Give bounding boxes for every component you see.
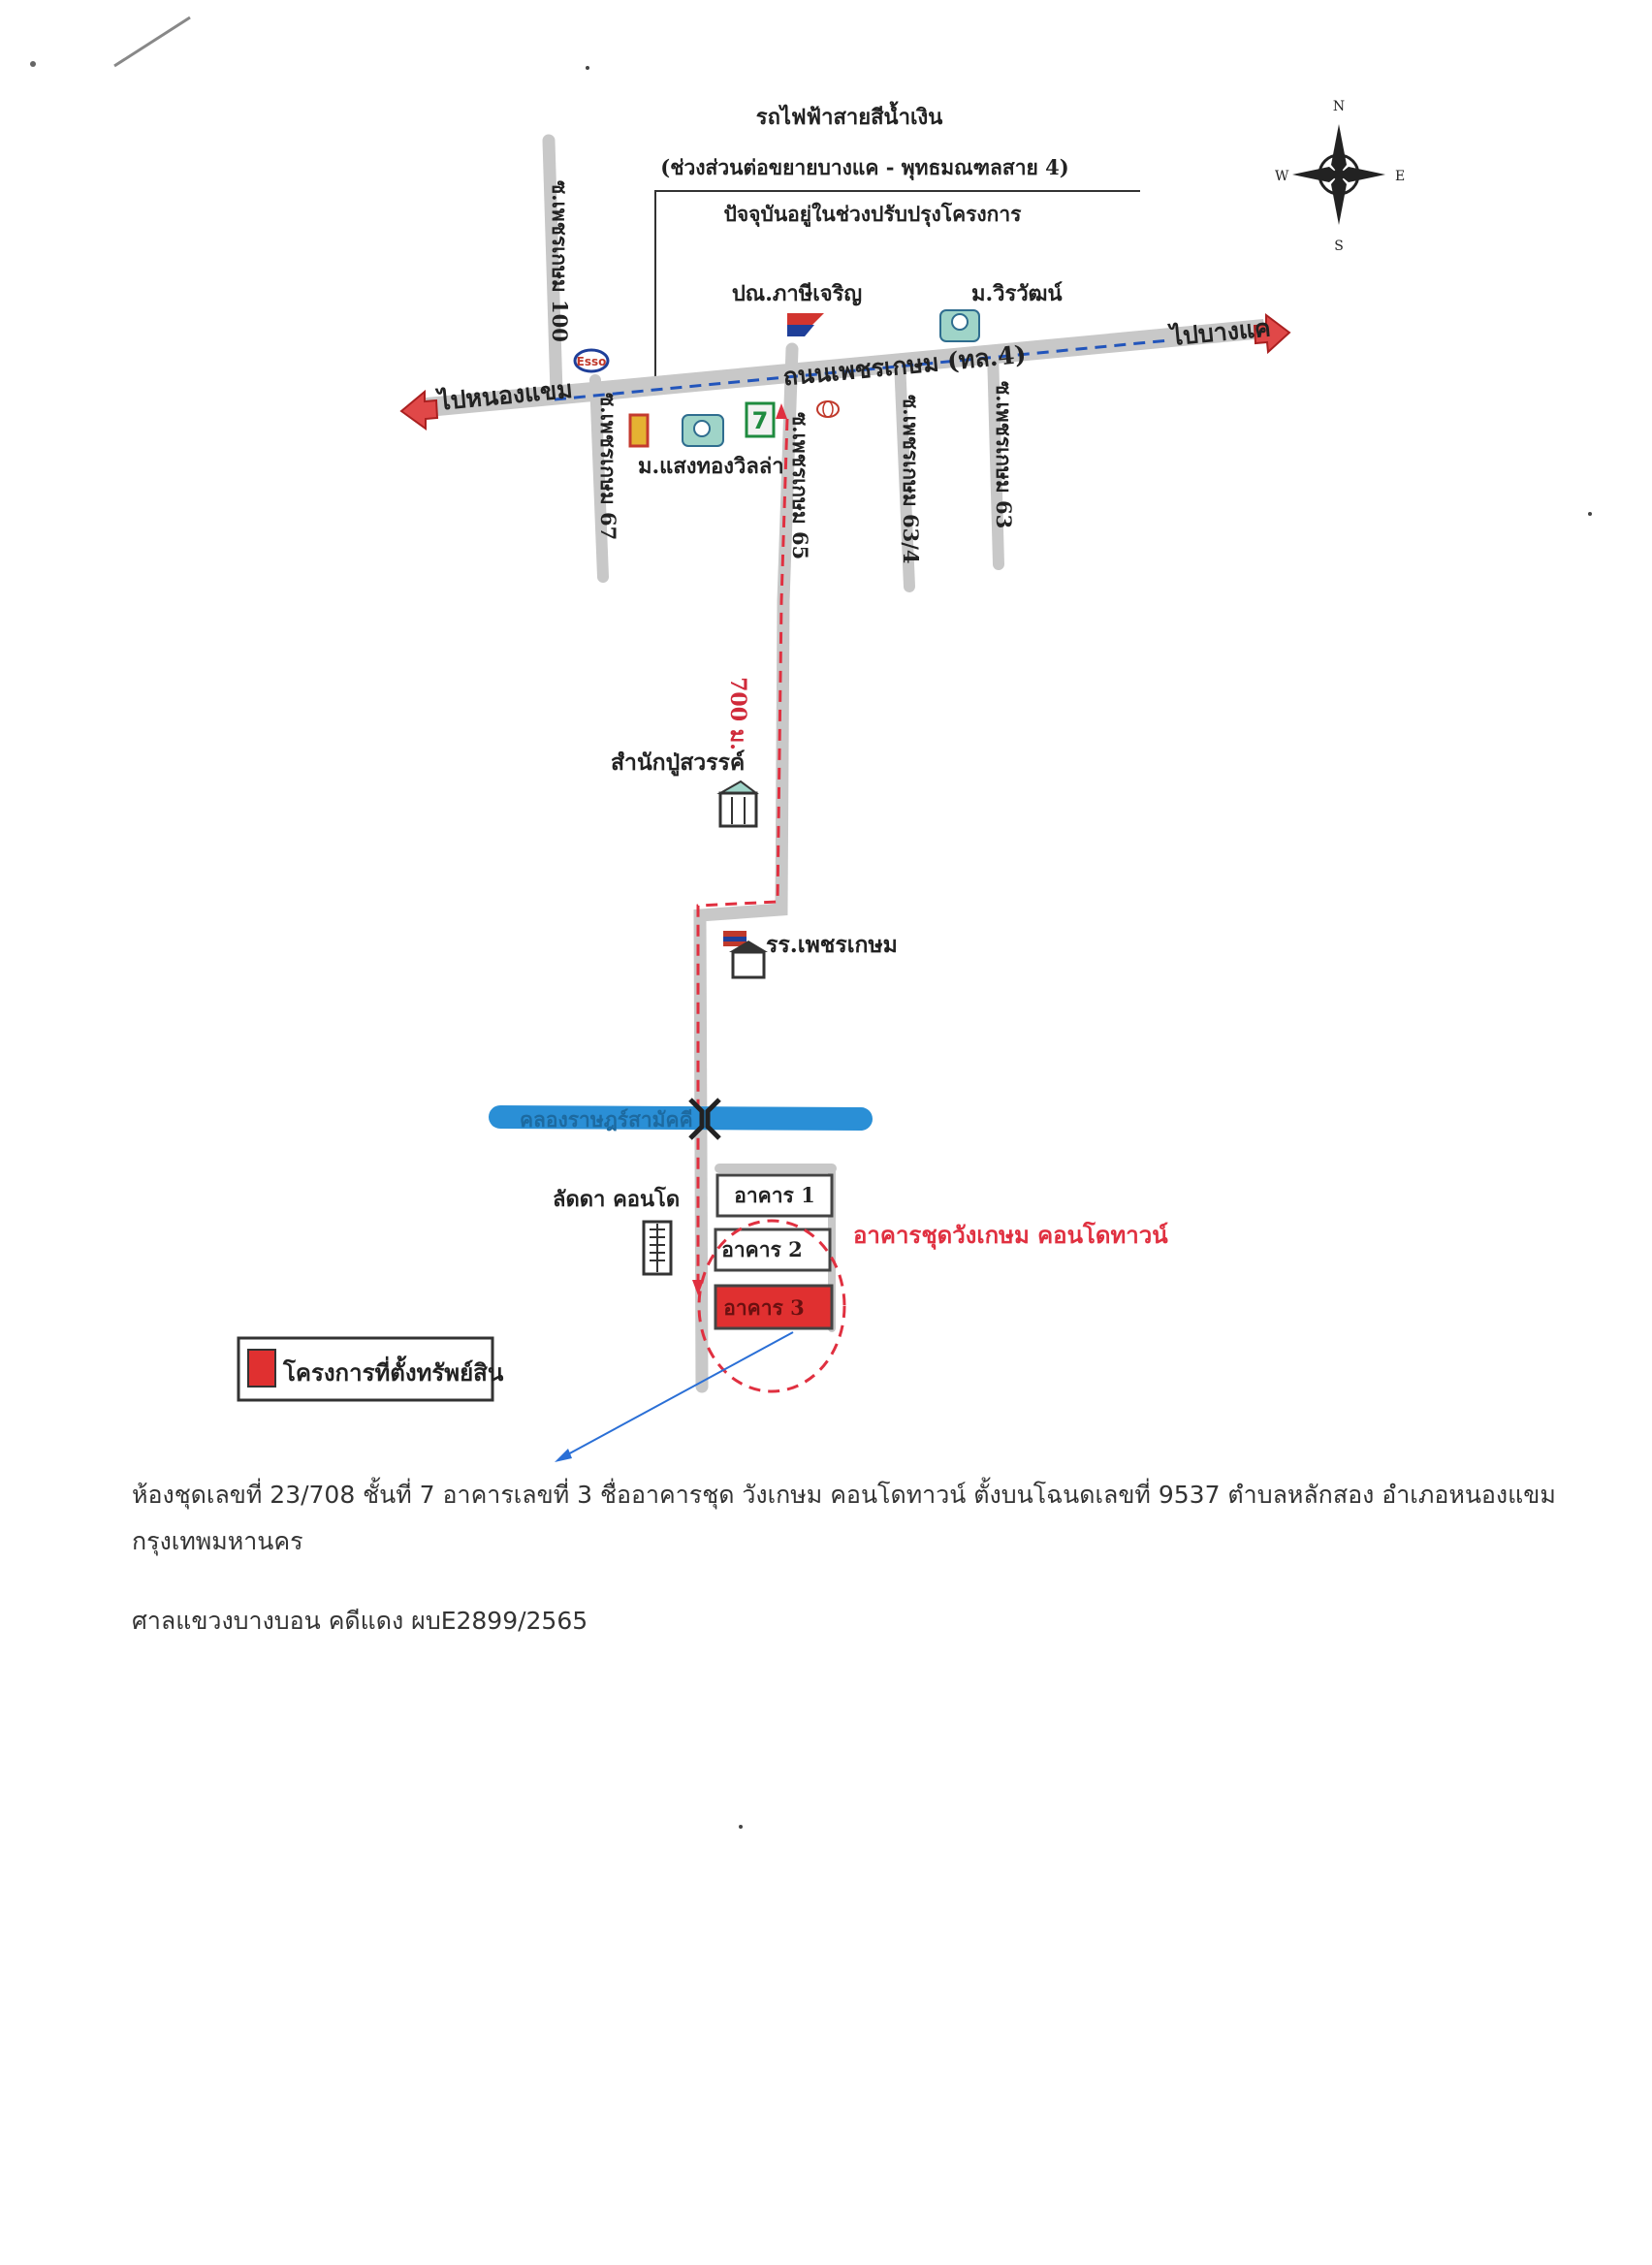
arrow-west-icon <box>399 389 439 431</box>
road-soi63 <box>987 345 1004 570</box>
compass-w: W <box>1275 169 1289 184</box>
ptt-station-icon <box>787 313 824 336</box>
target-highlight-circle <box>697 1219 846 1393</box>
gas-station-label: ปณ.ภาษีเจริญ <box>732 281 862 306</box>
esso-icon: Esso <box>573 348 610 373</box>
compass-s: S <box>1334 239 1344 254</box>
svg-text:7: 7 <box>752 407 769 434</box>
to-bangkhae-label: ไปบางแค <box>1166 312 1272 351</box>
road-soi634 <box>894 355 915 592</box>
soi634-label: ซ.เพชรเกษม 63/4 <box>899 395 923 564</box>
condo-building-icon <box>642 1220 673 1276</box>
house-icon <box>939 309 980 342</box>
canal-label: คลองราษฎร์สามัคคี <box>520 1107 693 1132</box>
doc-description-line2: กรุงเทพมหานคร <box>132 1527 303 1555</box>
office-label: สำนักปู่สวรรค์ <box>611 750 745 777</box>
compass-n: N <box>1333 99 1345 114</box>
village-saengthong-label: ม.แสงทองวิลล่า <box>638 454 784 479</box>
main-road <box>416 319 1265 418</box>
road-network <box>542 134 1004 1393</box>
legend-label: โครงการที่ตั้งทรัพย์สิน <box>282 1355 504 1387</box>
transit-pointer-line <box>654 190 1140 386</box>
road-soi67 <box>589 374 609 583</box>
sadda-condo-label: ลัดดา คอนโด <box>553 1186 680 1212</box>
village-icon <box>682 414 724 447</box>
road-soi100 <box>542 134 563 399</box>
legend-swatch <box>247 1349 276 1388</box>
building-2-label: อาคาร 2 <box>721 1237 802 1261</box>
bridge-icon <box>688 1098 721 1140</box>
compass-icon: N S E W <box>1275 99 1405 254</box>
toyota-icon <box>816 400 840 418</box>
transit-line3: ปัจจุบันอยู่ในช่วงปรับปรุงโครงการ <box>724 202 1023 228</box>
pointer-line <box>563 1331 794 1457</box>
village-wirawat-label: ม.วิรวัฒน์ <box>971 281 1063 306</box>
road-soi65 <box>693 342 799 1393</box>
distance-label: 700 ม. <box>725 677 750 750</box>
esso-text: Esso <box>577 355 607 368</box>
soi65-label: ซ.เพชรเกษม 65 <box>788 412 812 559</box>
arrow-east-icon <box>1253 313 1291 355</box>
canal <box>489 1105 873 1131</box>
school-label: รร.เพชรเกษม <box>766 932 898 958</box>
building-2 <box>714 1228 832 1272</box>
seven-eleven-icon: 7 <box>745 401 776 438</box>
building-1-label: อาคาร 1 <box>734 1183 814 1207</box>
pointer-arrow-icon <box>555 1449 572 1462</box>
court-case-line: ศาลแขวงบางบอน คดีแดง ผบE2899/2565 <box>132 1607 588 1635</box>
soi67-label: ซ.เพชรเกษม 67 <box>596 393 620 540</box>
building-1 <box>715 1173 834 1218</box>
brt-line <box>554 338 1170 401</box>
compass-e: E <box>1395 169 1405 184</box>
soi100-label: ซ.เพชรเกษม 100 <box>548 180 572 342</box>
route-arrow-up-icon <box>776 403 787 419</box>
route-path <box>696 418 789 1286</box>
transit-line2: (ช่วงส่วนต่อขยายบางแค - พุทธมณฑลสาย 4) <box>660 155 1068 181</box>
route-arrow-down-icon <box>692 1280 704 1295</box>
soi63-label: ซ.เพชรเกษม 63 <box>992 381 1016 528</box>
doc-description-line1: ห้องชุดเลขที่ 23/708 ชั้นที่ 7 อาคารเลขท… <box>132 1481 1556 1509</box>
transit-annotation: รถไฟฟ้าสายสีน้ำเงิน (ช่วงส่วนต่อขยายบางแ… <box>650 101 1140 394</box>
scan-mark <box>113 16 191 68</box>
shop-icon <box>628 413 650 448</box>
project-name-label: อาคารชุดวังเกษม คอนโดทาวน์ <box>853 1221 1168 1251</box>
building-3-target <box>714 1284 834 1330</box>
office-icon <box>716 780 759 828</box>
building-3-label: อาคาร 3 <box>723 1295 804 1320</box>
school-icon <box>723 931 768 979</box>
legend: โครงการที่ตั้งทรัพย์สิน <box>237 1336 504 1402</box>
transit-line1: รถไฟฟ้าสายสีน้ำเงิน <box>756 101 943 130</box>
